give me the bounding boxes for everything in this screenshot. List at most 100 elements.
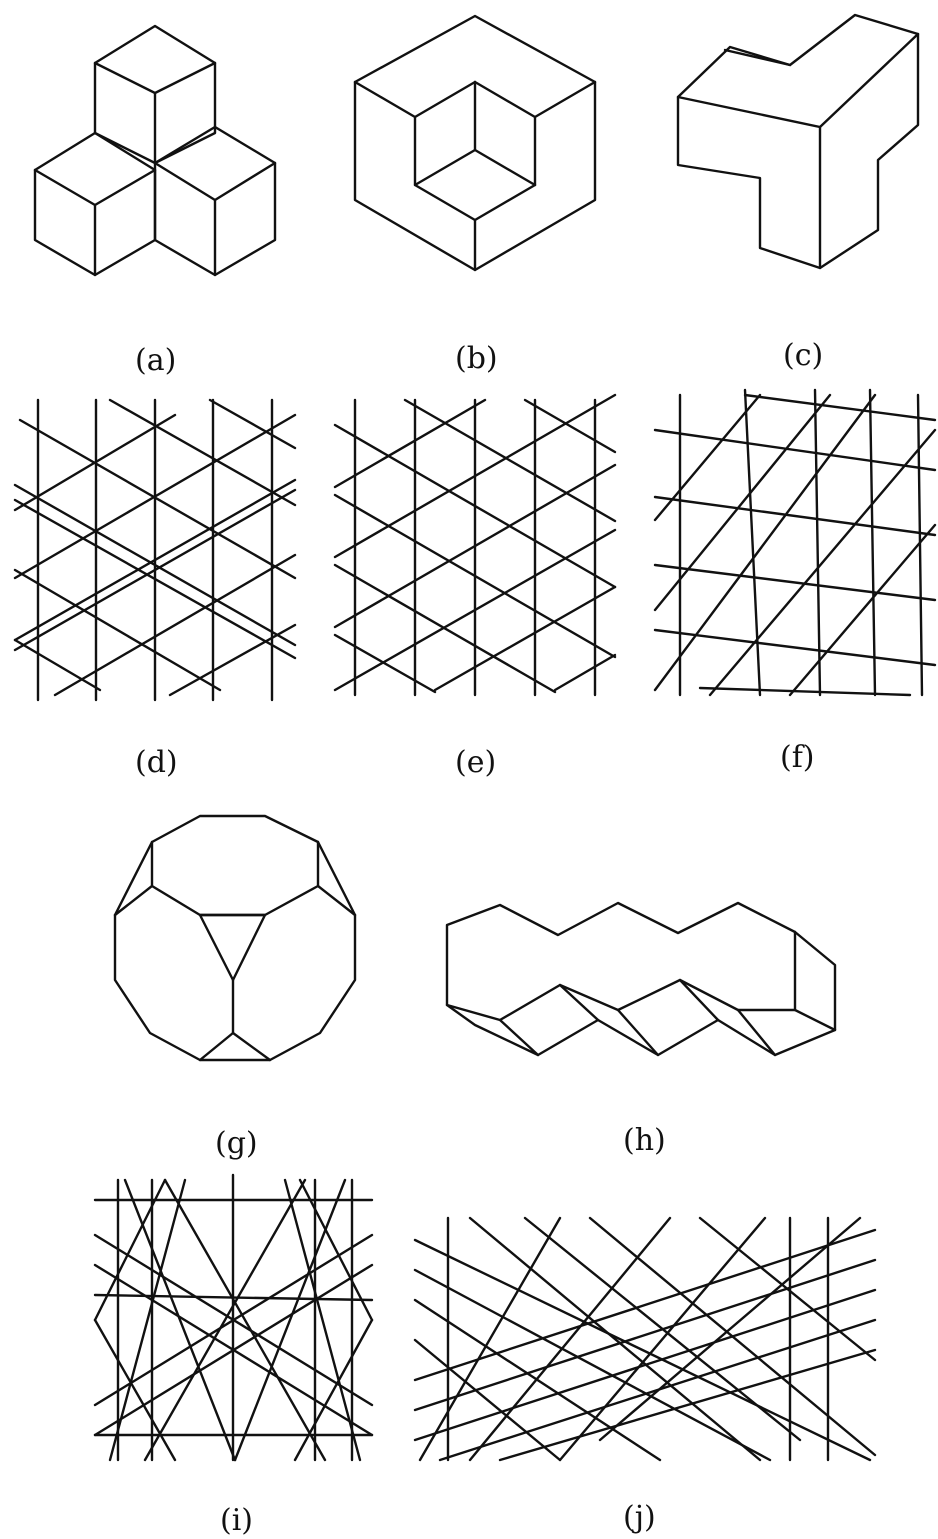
drawing-line xyxy=(653,495,937,537)
drawing-line xyxy=(316,884,357,917)
drawing-line xyxy=(736,1008,777,1057)
drawing-line xyxy=(13,568,222,692)
caption-i: (i) xyxy=(220,1503,253,1538)
panel-b-drawing xyxy=(353,14,597,272)
caption-g: (g) xyxy=(215,1126,258,1161)
panel-a-drawing xyxy=(33,24,277,277)
drawing-line xyxy=(333,528,617,692)
caption-e: (e) xyxy=(455,745,496,780)
panel-f-drawing xyxy=(653,388,937,697)
caption-d: (d) xyxy=(135,745,178,780)
drawing-line xyxy=(403,398,617,523)
notch-edge xyxy=(413,80,477,119)
drawing-line xyxy=(558,1216,767,1462)
prism-outline xyxy=(445,901,837,1057)
caption-f: (f) xyxy=(780,740,815,775)
drawing-line xyxy=(468,1216,672,1462)
drawing-line xyxy=(13,638,102,692)
drawing-line xyxy=(813,388,822,697)
drawing-line xyxy=(653,428,937,472)
drawing-line xyxy=(743,388,762,697)
drawing-line xyxy=(293,1318,374,1462)
block-outline xyxy=(353,14,597,272)
caption-a: (a) xyxy=(135,343,176,378)
drawing-line xyxy=(298,1178,374,1322)
drawing-line xyxy=(653,628,937,667)
panel-e-drawing xyxy=(333,393,617,697)
drawing-line xyxy=(413,1228,877,1382)
panel-c-drawing xyxy=(676,13,920,270)
drawing-line xyxy=(333,423,617,589)
cube-left-edges xyxy=(33,168,157,207)
drawing-line xyxy=(498,1018,540,1057)
drawing-line xyxy=(113,884,154,917)
caption-j: (j) xyxy=(623,1500,656,1535)
drawing-line xyxy=(708,428,937,697)
drawing-line xyxy=(13,478,297,642)
drawing-line xyxy=(283,1178,362,1462)
panel-d-drawing xyxy=(13,398,297,702)
panel-g-drawing xyxy=(113,814,357,1062)
polyhedron-top-face xyxy=(150,840,320,917)
t-block-edge xyxy=(723,48,792,67)
triangle-face xyxy=(198,913,267,982)
drawing-line xyxy=(553,653,617,692)
drawing-line xyxy=(678,978,720,1022)
drawing-line xyxy=(653,393,762,522)
caption-h: (h) xyxy=(623,1123,666,1158)
t-block-outline xyxy=(676,13,920,270)
drawing-line xyxy=(653,393,877,692)
drawing-line xyxy=(653,393,832,612)
drawing-line xyxy=(13,413,177,512)
caption-c: (c) xyxy=(783,338,823,373)
cube-right xyxy=(153,125,277,277)
drawing-line xyxy=(93,1263,374,1437)
drawing-line xyxy=(208,398,297,450)
drawing-line xyxy=(413,1258,877,1412)
caption-b: (b) xyxy=(455,341,498,376)
drawing-line xyxy=(333,393,617,559)
cube-right-edges xyxy=(153,161,277,202)
drawing-line xyxy=(333,493,617,659)
drawing-line xyxy=(108,1178,187,1462)
drawing-line xyxy=(433,585,617,692)
drawing-line xyxy=(413,1288,877,1442)
drawing-line xyxy=(498,1348,877,1462)
drawing-line xyxy=(163,1178,327,1462)
drawing-line xyxy=(468,1216,762,1462)
panel-i-drawing xyxy=(93,1173,374,1462)
drawing-line xyxy=(93,1233,374,1407)
cube-top-edges xyxy=(93,61,217,95)
drawing-line xyxy=(231,1031,272,1062)
drawing-line xyxy=(13,488,297,652)
notch-edge xyxy=(413,183,477,222)
drawing-line xyxy=(598,1216,862,1442)
drawing-line xyxy=(198,1031,235,1062)
drawing-line xyxy=(18,418,297,580)
prism-bottom-zigzag xyxy=(445,978,837,1032)
panel-h-drawing xyxy=(445,901,837,1057)
drawing-line xyxy=(123,1178,237,1462)
drawing-line xyxy=(418,1216,562,1462)
drawing-line xyxy=(333,633,437,694)
drawing-line xyxy=(333,463,617,629)
panel-j-drawing xyxy=(413,1216,877,1462)
drawing-line xyxy=(523,398,617,454)
drawing-line xyxy=(413,1338,562,1462)
drawing-line xyxy=(108,398,297,507)
drawing-line xyxy=(53,553,297,697)
drawing-line xyxy=(413,1238,872,1462)
drawing-line xyxy=(13,498,297,660)
drawing-line xyxy=(13,483,297,647)
drawing-line xyxy=(13,413,297,580)
notch-edge xyxy=(473,80,537,119)
drawing-line xyxy=(788,523,937,697)
drawing-line xyxy=(233,1178,347,1462)
t-block-edges xyxy=(676,32,920,129)
drawing-line xyxy=(143,1178,307,1462)
drawing-line xyxy=(333,398,487,489)
drawing-line xyxy=(698,686,912,697)
drawing-line xyxy=(168,623,297,697)
drawing-line xyxy=(558,983,600,1022)
